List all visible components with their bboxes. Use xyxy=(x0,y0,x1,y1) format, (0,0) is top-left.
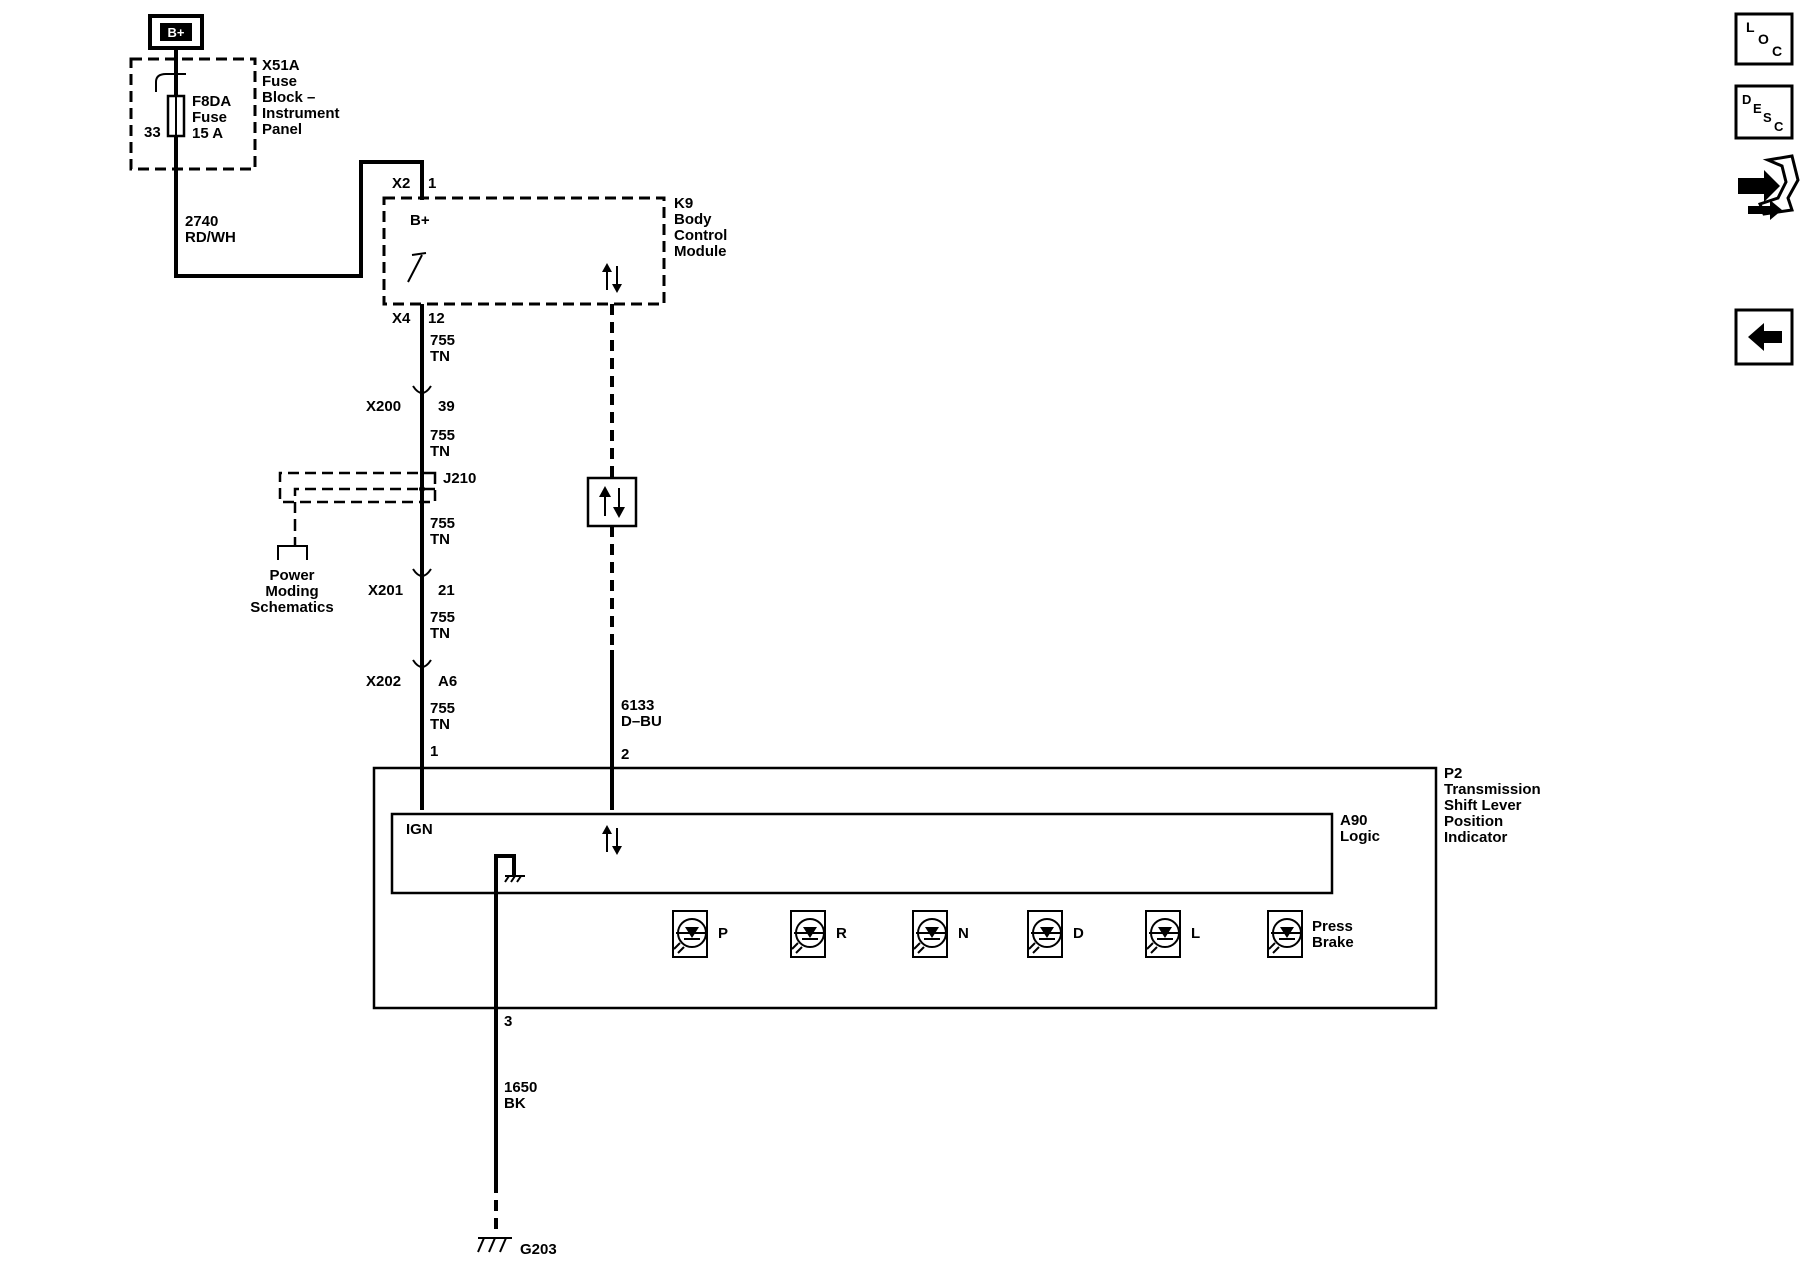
battery-label: B+ xyxy=(168,25,185,40)
p2-desc-3: Position xyxy=(1444,813,1503,830)
wire-2740-circuit: 2740 xyxy=(185,213,218,230)
p2-desc-1: Transmission xyxy=(1444,781,1541,798)
ground-name: G203 xyxy=(520,1241,557,1258)
x202-pin: A6 xyxy=(438,673,457,690)
svg-text:L: L xyxy=(1746,19,1755,35)
back-arrow-icon[interactable] xyxy=(1734,308,1794,366)
wire-755-color-5: TN xyxy=(430,716,450,733)
indicator-led-p xyxy=(672,910,709,958)
a90-logic-outline xyxy=(390,812,1334,895)
indicator-led-n xyxy=(912,910,949,958)
wire-755-circuit-3: 755 xyxy=(430,515,455,532)
fuse-rating: 15 A xyxy=(192,125,223,142)
indicator-label-p: P xyxy=(718,925,728,942)
internal-ground-symbol xyxy=(494,854,525,1010)
x200-name: X200 xyxy=(366,398,401,415)
x200-pin: 39 xyxy=(438,398,455,415)
wire-1650-circuit: 1650 xyxy=(504,1079,537,1096)
indicator-label-r: R xyxy=(836,925,847,942)
svg-text:O: O xyxy=(1758,31,1769,47)
indicator-label-press: Press xyxy=(1312,918,1353,935)
x202-name: X202 xyxy=(366,673,401,690)
x201-pin: 21 xyxy=(438,582,455,599)
p2-name: P2 xyxy=(1444,765,1462,782)
p2-desc-2: Shift Lever xyxy=(1444,797,1522,814)
wire-6133-color: D–BU xyxy=(621,713,662,730)
connector-x201 xyxy=(412,568,432,577)
connector-x200 xyxy=(412,385,432,394)
fuse-type: Fuse xyxy=(192,109,227,126)
serial-data-symbol xyxy=(586,476,638,528)
fuse-block-desc-4: Panel xyxy=(262,121,302,138)
wire-755-circuit-5: 755 xyxy=(430,700,455,717)
a90-desc: Logic xyxy=(1340,828,1380,845)
fuse-block-name: X51A xyxy=(262,57,300,74)
fuse-name: F8DA xyxy=(192,93,231,110)
power-moding-link-3[interactable]: Schematics xyxy=(250,599,333,616)
bcm-desc-1: Body xyxy=(674,211,712,228)
splice-j210 xyxy=(277,471,437,560)
bcm-outline xyxy=(382,196,666,306)
bcm-data-arrows xyxy=(602,263,622,293)
bcm-top-pin: 1 xyxy=(428,175,436,192)
fuse-terminal-hook xyxy=(155,73,186,92)
wire-6133-circuit: 6133 xyxy=(621,697,654,714)
svg-text:C: C xyxy=(1772,43,1782,59)
indicator-label-l: L xyxy=(1191,925,1200,942)
battery-plus-source: B+ xyxy=(148,14,204,50)
indicator-label-d: D xyxy=(1073,925,1084,942)
a90-name: A90 xyxy=(1340,812,1368,829)
bcm-bottom-pin: 12 xyxy=(428,310,445,327)
wire-1650-color: BK xyxy=(504,1095,526,1112)
p2-pin-ign: 1 xyxy=(430,743,438,760)
fuse-block-desc-2: Block – xyxy=(262,89,315,106)
svg-text:C: C xyxy=(1774,119,1784,134)
power-moding-link-2[interactable]: Moding xyxy=(265,583,318,600)
bcm-bottom-connector: X4 xyxy=(392,310,411,327)
wire-755-color-4: TN xyxy=(430,625,450,642)
wire-755-color-2: TN xyxy=(430,443,450,460)
fuse-block-pin: 33 xyxy=(144,124,161,141)
wire-755-circuit-2: 755 xyxy=(430,427,455,444)
connector-x202 xyxy=(412,659,432,668)
fuse-block-outline xyxy=(129,57,257,171)
connector-icon[interactable] xyxy=(1738,154,1800,220)
power-moding-link-1[interactable]: Power xyxy=(269,567,314,584)
bcm-name: K9 xyxy=(674,195,693,212)
indicator-led-l xyxy=(1145,910,1182,958)
desc-icon[interactable]: D E S C xyxy=(1734,84,1794,140)
loc-icon[interactable]: L O C xyxy=(1734,12,1794,66)
bcm-desc-2: Control xyxy=(674,227,727,244)
bcm-switch xyxy=(407,252,427,283)
j210-name: J210 xyxy=(443,470,476,487)
svg-text:E: E xyxy=(1753,101,1762,116)
svg-text:S: S xyxy=(1763,110,1772,125)
bcm-top-connector: X2 xyxy=(392,175,410,192)
fuse-block-desc-3: Instrument xyxy=(262,105,340,122)
p2-pin-gnd: 3 xyxy=(504,1013,512,1030)
wire-755-circuit-4: 755 xyxy=(430,609,455,626)
indicator-led-r xyxy=(790,910,827,958)
indicator-led-d xyxy=(1027,910,1064,958)
wire-755-color-1: TN xyxy=(430,348,450,365)
a90-data-arrows xyxy=(602,825,622,855)
wire-755-circuit-1: 755 xyxy=(430,332,455,349)
svg-text:D: D xyxy=(1742,92,1751,107)
bcm-desc-3: Module xyxy=(674,243,727,260)
p2-desc-4: Indicator xyxy=(1444,829,1508,846)
fuse-block-desc-1: Fuse xyxy=(262,73,297,90)
wire-755-color-3: TN xyxy=(430,531,450,548)
ign-label: IGN xyxy=(406,821,433,838)
x201-name: X201 xyxy=(368,582,403,599)
indicator-led-press-brake xyxy=(1267,910,1304,958)
p2-outline xyxy=(372,766,1438,1010)
bcm-bplus-label: B+ xyxy=(410,212,430,229)
wire-2740 xyxy=(174,136,424,278)
wire-2740-color: RD/WH xyxy=(185,229,236,246)
p2-pin-data: 2 xyxy=(621,746,629,763)
indicator-label-brake: Brake xyxy=(1312,934,1354,951)
indicator-label-n: N xyxy=(958,925,969,942)
ground-g203-symbol xyxy=(477,1237,512,1253)
